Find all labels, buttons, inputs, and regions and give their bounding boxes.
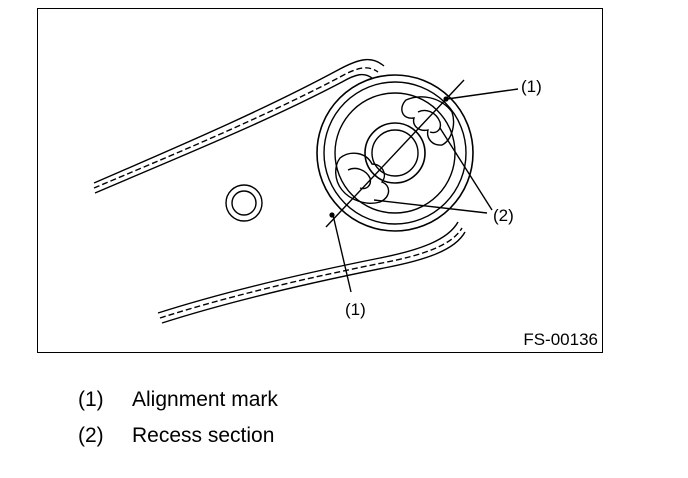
- figure-code: FS-00136: [523, 330, 598, 349]
- leader-dot-bottom: [329, 212, 335, 218]
- leader-2a: [439, 127, 493, 211]
- callout-2: (2): [493, 206, 514, 225]
- bracket-upper-edge-inner: [93, 67, 379, 189]
- bracket-upper-edge-inner2: [94, 73, 373, 194]
- bracket-lower-edge-inner2: [161, 231, 466, 324]
- recess-upper: [401, 96, 455, 146]
- bushing-ring-3: [334, 92, 456, 214]
- legend-number: (1): [78, 388, 104, 411]
- recess-lower-detail: [347, 167, 372, 190]
- bracket-lower-edge-inner: [159, 227, 463, 319]
- bracket-hole-inner: [231, 190, 257, 216]
- bushing-center-inner: [371, 129, 419, 177]
- leader-1-top: [446, 88, 519, 100]
- legend-text: Recess section: [132, 424, 275, 447]
- bushing-outer-ring: [316, 74, 474, 232]
- legend-number: (2): [78, 424, 104, 447]
- bracket-upper-edge: [93, 59, 385, 184]
- bracket-hole-outer: [225, 184, 263, 222]
- recess-upper-detail: [417, 109, 442, 134]
- bushing-ring-2: [323, 81, 467, 225]
- callout-1-top: (1): [521, 77, 542, 96]
- leader-dot-top: [443, 96, 449, 102]
- legend-item: (2) Recess section: [78, 418, 278, 454]
- bracket-lower-edge: [157, 221, 459, 314]
- legend-text: Alignment mark: [132, 388, 278, 411]
- recess-lower: [335, 152, 390, 204]
- alignment-mark-line: [325, 79, 465, 228]
- legend-item: (1) Alignment mark: [78, 382, 278, 418]
- figure-frame: [37, 8, 603, 353]
- bushing-center-outer: [364, 122, 426, 184]
- callout-1-bottom: (1): [345, 300, 366, 319]
- leader-2b: [373, 199, 488, 214]
- leader-1-bottom: [332, 214, 352, 293]
- legend: (1) Alignment mark (2) Recess section: [78, 382, 278, 454]
